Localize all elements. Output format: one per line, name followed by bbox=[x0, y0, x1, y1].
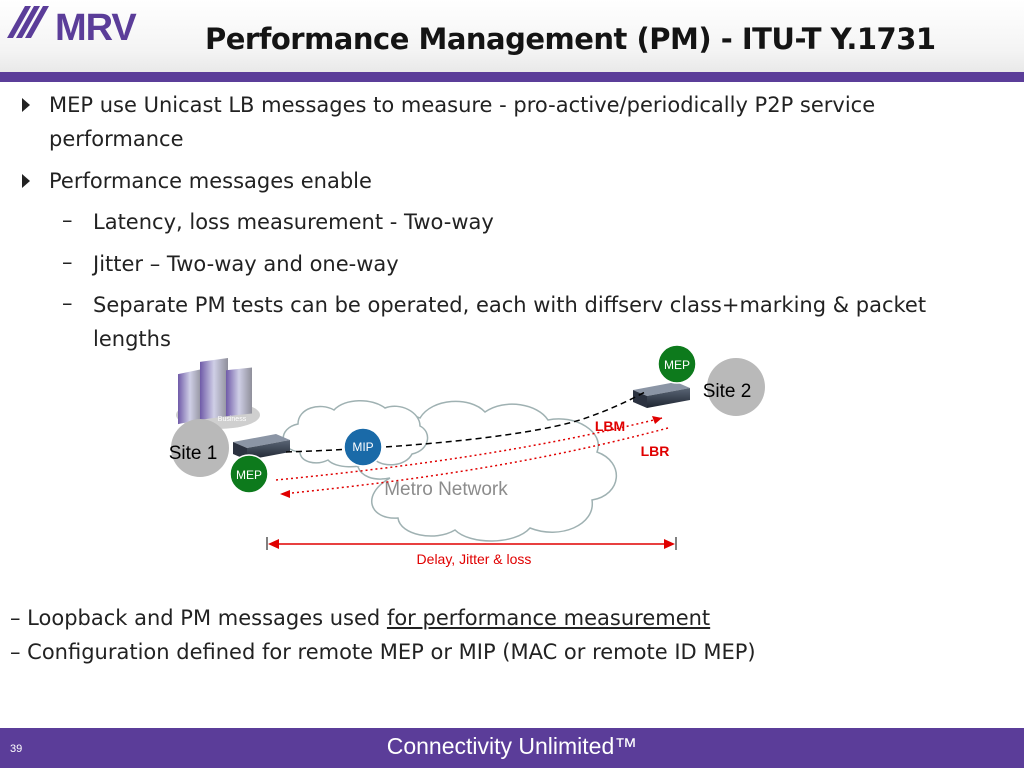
sub-bullet-3-line-1: Separate PM tests can be operated, each … bbox=[93, 293, 927, 317]
mrv-logo: MRV bbox=[7, 6, 137, 49]
note-line-1-prefix: – Loopback and PM messages used bbox=[10, 606, 387, 630]
site-2-label: Site 2 bbox=[703, 381, 752, 402]
sub-bullet-3-line-2: lengths bbox=[93, 327, 171, 351]
bullet-1-line-2: performance bbox=[49, 127, 184, 151]
page-number: 39 bbox=[10, 743, 23, 755]
mep-label: MEP bbox=[664, 358, 690, 372]
business-label: Business bbox=[218, 416, 247, 423]
bullet-1-line-1: MEP use Unicast LB messages to measure -… bbox=[49, 93, 876, 117]
mep-label: MEP bbox=[236, 468, 262, 482]
mip-badge: MIP bbox=[343, 427, 383, 467]
site-1-node bbox=[171, 419, 229, 477]
cloud-label: Metro Network bbox=[384, 479, 508, 500]
lbm-label: LBM bbox=[595, 418, 625, 434]
mip-label: MIP bbox=[352, 440, 373, 454]
mep-badge-site-1: MEP bbox=[229, 454, 269, 494]
sub-bullet-1: Latency, loss measurement - Two-way bbox=[93, 210, 494, 234]
mrv-logo-mark-icon bbox=[7, 6, 49, 38]
business-building-icon: Business bbox=[176, 357, 260, 429]
lbr-label: LBR bbox=[641, 443, 670, 459]
sub-bullet-dash: – bbox=[62, 250, 73, 274]
metro-network-cloud: Metro Network bbox=[282, 400, 617, 542]
bullet-arrow-icon bbox=[22, 174, 30, 188]
note-line-1-emphasis: for performance measurement bbox=[386, 606, 711, 630]
site-2-node bbox=[707, 358, 765, 416]
delay-measurement-arrow bbox=[266, 537, 677, 550]
delay-label: Delay, Jitter & loss bbox=[417, 551, 532, 567]
lbr-arrowhead-icon bbox=[280, 490, 290, 498]
header-bar bbox=[0, 0, 1024, 72]
bullet-2-line-1: Performance messages enable bbox=[49, 169, 372, 193]
sub-bullet-2: Jitter – Two-way and one-way bbox=[93, 252, 399, 276]
mep-badge-site-2: MEP bbox=[657, 344, 697, 384]
sub-bullet-dash: – bbox=[62, 208, 73, 232]
lbm-line bbox=[275, 417, 663, 481]
note-line-1: – Loopback and PM messages used for perf… bbox=[10, 606, 710, 630]
lbm-arrowhead-icon bbox=[652, 416, 662, 424]
logo-text: MRV bbox=[55, 7, 137, 49]
footer-tagline: Connectivity Unlimited™ bbox=[386, 733, 638, 759]
note-line-2: – Configuration defined for remote MEP o… bbox=[10, 640, 756, 664]
footer-bar bbox=[0, 728, 1024, 768]
header-rule bbox=[0, 72, 1024, 82]
site-1-label: Site 1 bbox=[169, 443, 218, 464]
bullet-arrow-icon bbox=[22, 98, 30, 112]
service-path bbox=[285, 391, 646, 453]
sub-bullet-dash: – bbox=[62, 291, 73, 315]
page-title: Performance Management (PM) - ITU-T Y.17… bbox=[205, 22, 936, 56]
site-2-device-icon bbox=[633, 382, 690, 408]
